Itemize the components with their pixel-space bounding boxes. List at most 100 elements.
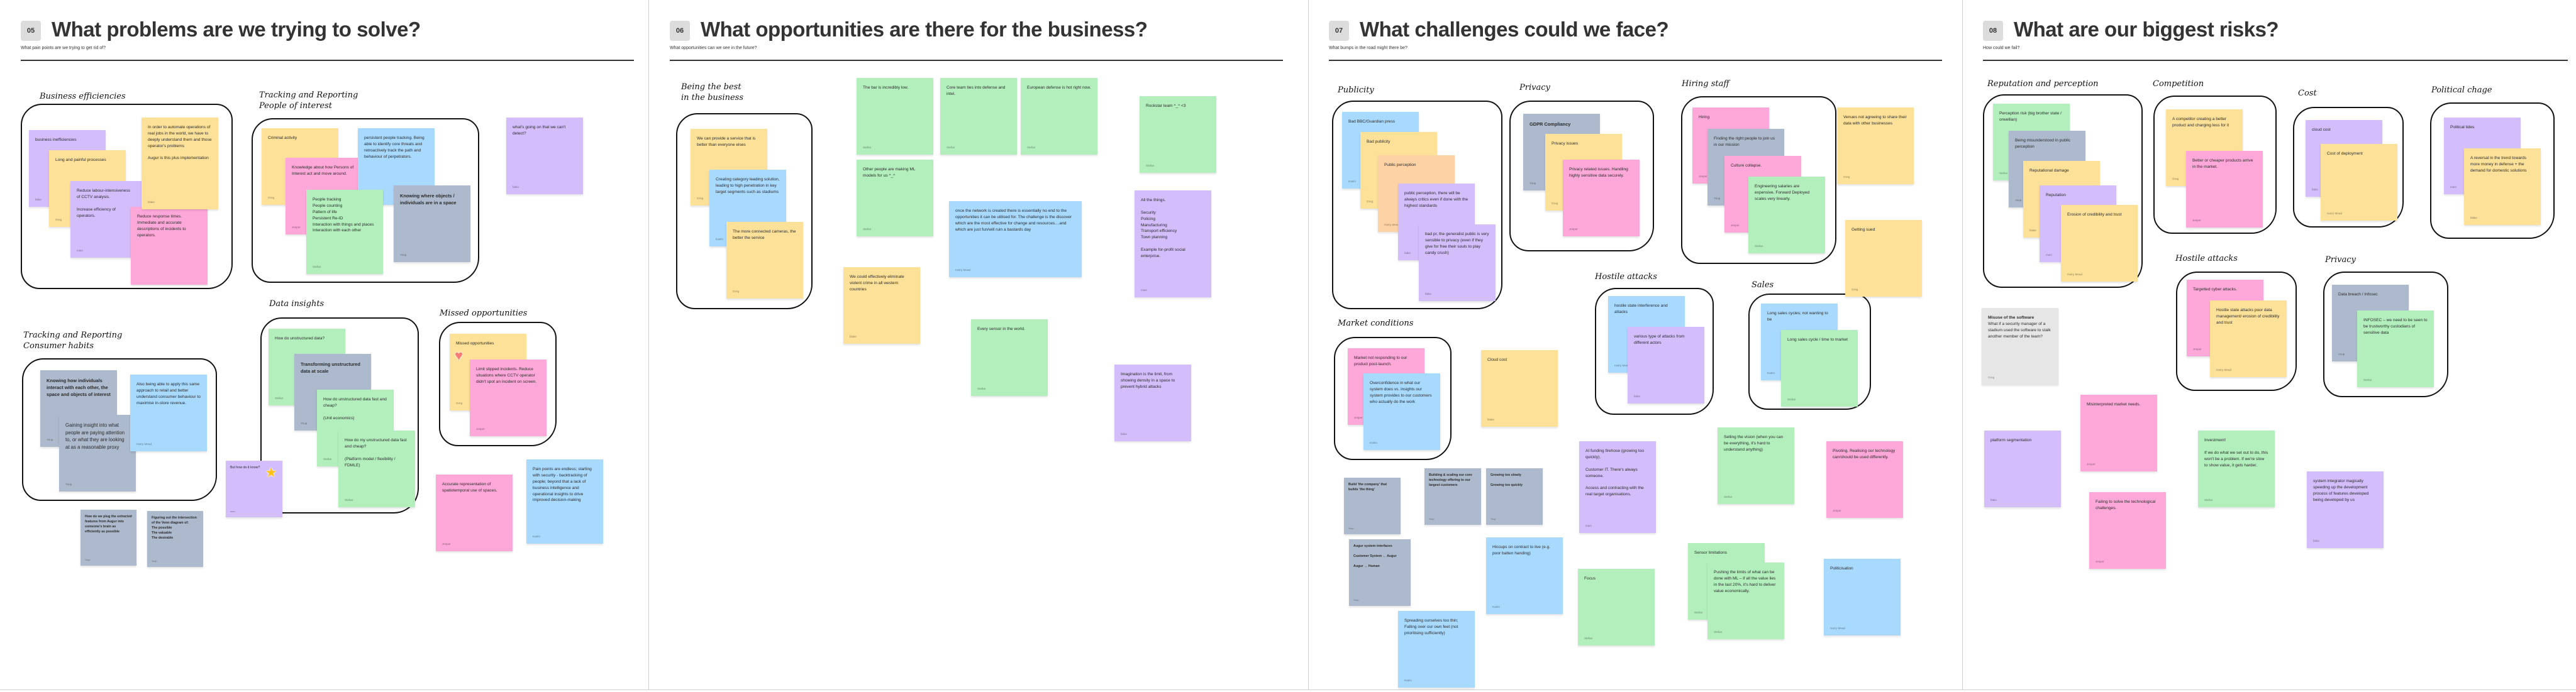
sticky-note[interactable]: Privacy related issues. Handling highly … <box>1563 160 1640 236</box>
sticky-note-text: Long sales cycle / time to market <box>1787 338 1848 342</box>
sticky-note[interactable]: INFOSEC – we need to be seen to be trust… <box>2357 310 2434 387</box>
sticky-note[interactable]: bad pr, the generalist public is very se… <box>1419 224 1496 301</box>
sticky-note[interactable]: Core team ties into defense and intel.St… <box>940 78 1017 155</box>
sticky-note[interactable]: what's going on that we can't detect?fab… <box>506 118 583 194</box>
sticky-note[interactable]: Pivoting. Realising our technology can/s… <box>1826 441 1903 518</box>
sticky-note-text: Rockstar team ^_^ <3 <box>1146 104 1186 108</box>
sticky-note[interactable]: Misinterpreted market needs.Jesper <box>2080 395 2157 471</box>
sticky-note-author: Katrin <box>533 535 541 538</box>
sticky-note[interactable]: system integrator magically speeding up … <box>2307 471 2384 548</box>
sticky-note-text: Misinterpreted market needs. <box>2087 402 2141 407</box>
sticky-note-text: Political tides <box>2450 125 2475 129</box>
sticky-note[interactable]: Also being able to apply this same appro… <box>130 375 207 451</box>
sticky-note[interactable]: various type of attacks from different a… <box>1628 327 1704 404</box>
sticky-note[interactable]: Imagination is the limit, from showing d… <box>1114 365 1191 441</box>
sticky-note[interactable]: In order to automate operations of real … <box>142 118 218 209</box>
sticky-note-text: platform segmentation <box>1990 438 2032 442</box>
sticky-note[interactable]: Every sensor in the world.Stefan <box>971 319 1048 396</box>
sticky-note[interactable]: Better or cheaper products arrive in the… <box>2186 151 2263 228</box>
sticky-note[interactable]: Knowing where objects / individuals are … <box>394 185 470 262</box>
sticky-note-author: Stefan <box>2363 378 2372 382</box>
sticky-note[interactable]: Failing to solve the technological chall… <box>2089 492 2166 569</box>
sticky-note[interactable]: A reversal in the trend towards more mon… <box>2464 148 2541 225</box>
sticky-note-text: Pain points are endless; starting with s… <box>533 467 592 503</box>
sticky-note-text: Missed opportunities <box>456 341 494 346</box>
cluster-label: Missed opportunities <box>440 309 528 318</box>
sticky-note-author: Greg <box>1852 288 1858 291</box>
section-divider <box>648 0 649 690</box>
sticky-note-author: Youp <box>1348 527 1354 530</box>
sticky-note-text: persistent people tracking. Being able t… <box>364 136 425 159</box>
sticky-note[interactable]: Pain points are endless; starting with s… <box>526 459 603 544</box>
sticky-note-text: cloud cost <box>2312 128 2331 132</box>
sticky-note[interactable]: Gaining insight into what people are pay… <box>59 415 136 492</box>
sticky-note-text: Focus <box>1584 576 1596 581</box>
cluster-label: Sales <box>1752 280 1774 290</box>
sticky-note[interactable]: Selling the vision (when you can be ever… <box>1718 427 1794 504</box>
sticky-note[interactable]: Other people are making ML models for us… <box>857 160 933 236</box>
sticky-note-text: Hostile state attacks poor data manageme… <box>2216 308 2280 325</box>
section-title: What challenges could we face? <box>1360 18 1669 41</box>
cluster-outline <box>2430 102 2555 239</box>
sticky-note[interactable]: Figuring out the intersection of the Ven… <box>147 511 203 567</box>
cluster-label: Data insights <box>269 299 325 309</box>
sticky-note[interactable]: Hostile state attacks poor data manageme… <box>2210 300 2287 377</box>
sticky-note-author: marc <box>2450 185 2457 189</box>
sticky-note[interactable]: Hiccups on contract to live (e.g. poor b… <box>1486 537 1563 614</box>
sticky-note-text: Long sales cycles; not wanting to be <box>1767 311 1828 322</box>
sticky-note[interactable]: Pushing the limits of what can be done w… <box>1707 563 1784 639</box>
sticky-note[interactable]: Limit slipped incidents. Reduce situatio… <box>470 360 547 436</box>
sticky-note[interactable]: once the network is created there is ess… <box>949 201 1082 277</box>
sticky-note[interactable]: Building & scaling our core technology o… <box>1424 468 1481 525</box>
sticky-note-author: marc <box>77 249 84 252</box>
board-bottom-edge <box>0 689 2576 690</box>
sticky-note[interactable]: Venues not agreeing to share their data … <box>1837 107 1914 184</box>
sticky-note-author: Jesper <box>1731 224 1740 227</box>
sticky-note[interactable]: AI funding firehose (growing too quickly… <box>1579 441 1656 533</box>
cluster-label: Market conditions <box>1338 319 1414 328</box>
sticky-note-text: People tracking People counting Pattern … <box>313 197 374 233</box>
sticky-note-author: Stefan <box>323 458 332 461</box>
sticky-note[interactable]: All the things. Security Policing Manufa… <box>1135 190 1211 297</box>
sticky-note[interactable]: People tracking People counting Pattern … <box>306 190 383 274</box>
cluster-outline <box>1748 294 1871 410</box>
sticky-note[interactable]: How do we plug the extracted features fr… <box>80 510 136 566</box>
sticky-note-author: Youp <box>85 559 91 561</box>
cluster-label: Business efficiencies <box>40 92 126 101</box>
sticky-note-text: Investment! If we do what we set out to … <box>2204 438 2268 468</box>
sticky-note[interactable]: Build 'the company' that builds 'the thi… <box>1344 478 1401 534</box>
sticky-note[interactable]: Spreading ourselves too thin; Falling ov… <box>1398 611 1475 688</box>
sticky-note[interactable]: Overconfidence in what our system does v… <box>1363 373 1440 450</box>
sticky-note[interactable]: The more connected cameras, the better t… <box>726 222 803 299</box>
sticky-note[interactable]: We could effectively eliminate violent c… <box>843 267 920 344</box>
sticky-note-author: fabio <box>2313 539 2319 542</box>
sticky-note[interactable]: European defense is hot right now.Stefan <box>1021 78 1097 155</box>
section-title: What are our biggest risks? <box>2014 18 2279 41</box>
sticky-note[interactable]: Augur system interfaces Customer System … <box>1349 539 1411 606</box>
sticky-note-author: Youp <box>400 253 407 256</box>
sticky-note[interactable]: Accurate representation of spatiotempora… <box>436 475 513 551</box>
sticky-note[interactable]: The bar is incredibly low.Stefan <box>857 78 933 155</box>
sticky-note[interactable]: But how do it know?marc★ <box>226 461 282 517</box>
sticky-note-text: How do we plug the extracted features fr… <box>85 515 132 534</box>
sticky-note[interactable]: Investment! If we do what we set out to … <box>2198 431 2275 507</box>
sticky-note[interactable]: How do my unstructured data fast and che… <box>338 431 415 507</box>
sticky-note-author: blake <box>850 335 857 338</box>
sticky-note-author: Harry Mead <box>1384 223 1399 226</box>
sticky-note-text: What if a security manager of a stadium … <box>1988 322 2051 339</box>
sticky-note-author: Harry Mead <box>2216 368 2231 371</box>
sticky-note[interactable]: Reduce response times. Immediate and acc… <box>131 207 208 285</box>
sticky-note[interactable]: Engineering salaries are expensive. Forw… <box>1748 177 1825 253</box>
sticky-note-text: European defense is hot right now. <box>1027 85 1091 90</box>
